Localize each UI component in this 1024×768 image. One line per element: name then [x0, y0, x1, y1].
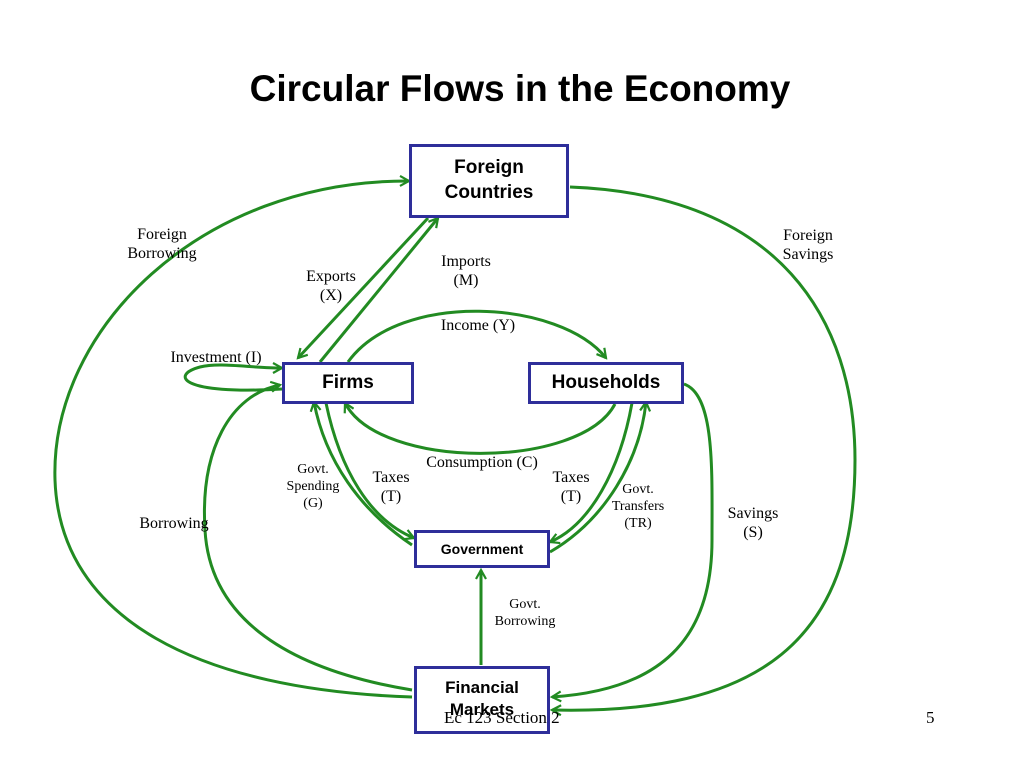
exports-label: Exports (X)	[306, 268, 356, 305]
government-label: Government	[440, 540, 524, 557]
govt-transfers-label: Govt. Transfers (TR)	[611, 482, 665, 531]
consumption-label: Consumption (C)	[426, 454, 538, 471]
page-number: 5	[926, 708, 935, 727]
imports-arrow	[318, 218, 438, 363]
borrowing-label: Borrowing	[139, 515, 209, 532]
foreign-borrowing-arrow	[53, 181, 413, 699]
income-arrow	[346, 309, 606, 363]
foreign-countries-label: Foreign Countries	[444, 157, 534, 203]
imports-label: Imports (M)	[441, 253, 491, 290]
page-title: Circular Flows in the Economy	[249, 68, 791, 109]
govt-spending-label: Govt. Spending (G)	[286, 462, 340, 511]
taxes-households-arrow	[550, 402, 634, 542]
govt-transfers-arrow	[549, 402, 646, 554]
foreign-savings-label: Foreign Savings	[782, 227, 834, 264]
foreign-borrowing-label: Foreign Borrowing	[127, 226, 197, 263]
government-box: Government	[414, 530, 550, 568]
foreign-savings-arrow	[552, 185, 857, 710]
households-label: Households	[551, 371, 661, 393]
income-label: Income (Y)	[440, 317, 516, 334]
savings-label: Savings (S)	[727, 505, 779, 542]
households-box: Households	[528, 362, 684, 404]
borrowing-arrow	[202, 385, 413, 692]
financial-markets-box: Financial Markets	[414, 666, 550, 734]
taxes-firms-arrow	[324, 402, 414, 538]
investment-label: Investment (I)	[170, 349, 262, 366]
consumption-arrow	[345, 403, 617, 455]
firms-box: Firms	[282, 362, 414, 404]
taxes-households-label: Taxes (T)	[552, 469, 590, 506]
firms-label: Firms	[322, 371, 374, 393]
taxes-firms-label: Taxes (T)	[372, 469, 410, 506]
govt-spending-arrow	[314, 402, 413, 547]
financial-markets-label: Financial Markets	[445, 678, 519, 720]
foreign-countries-box: Foreign Countries	[409, 144, 569, 218]
savings-arrow	[552, 382, 714, 697]
exports-arrow	[298, 216, 430, 358]
govt-borrowing-label: Govt. Borrowing	[494, 597, 556, 629]
footer-course: Ec 123 Section 2	[444, 708, 560, 727]
investment-arrow	[183, 365, 282, 392]
